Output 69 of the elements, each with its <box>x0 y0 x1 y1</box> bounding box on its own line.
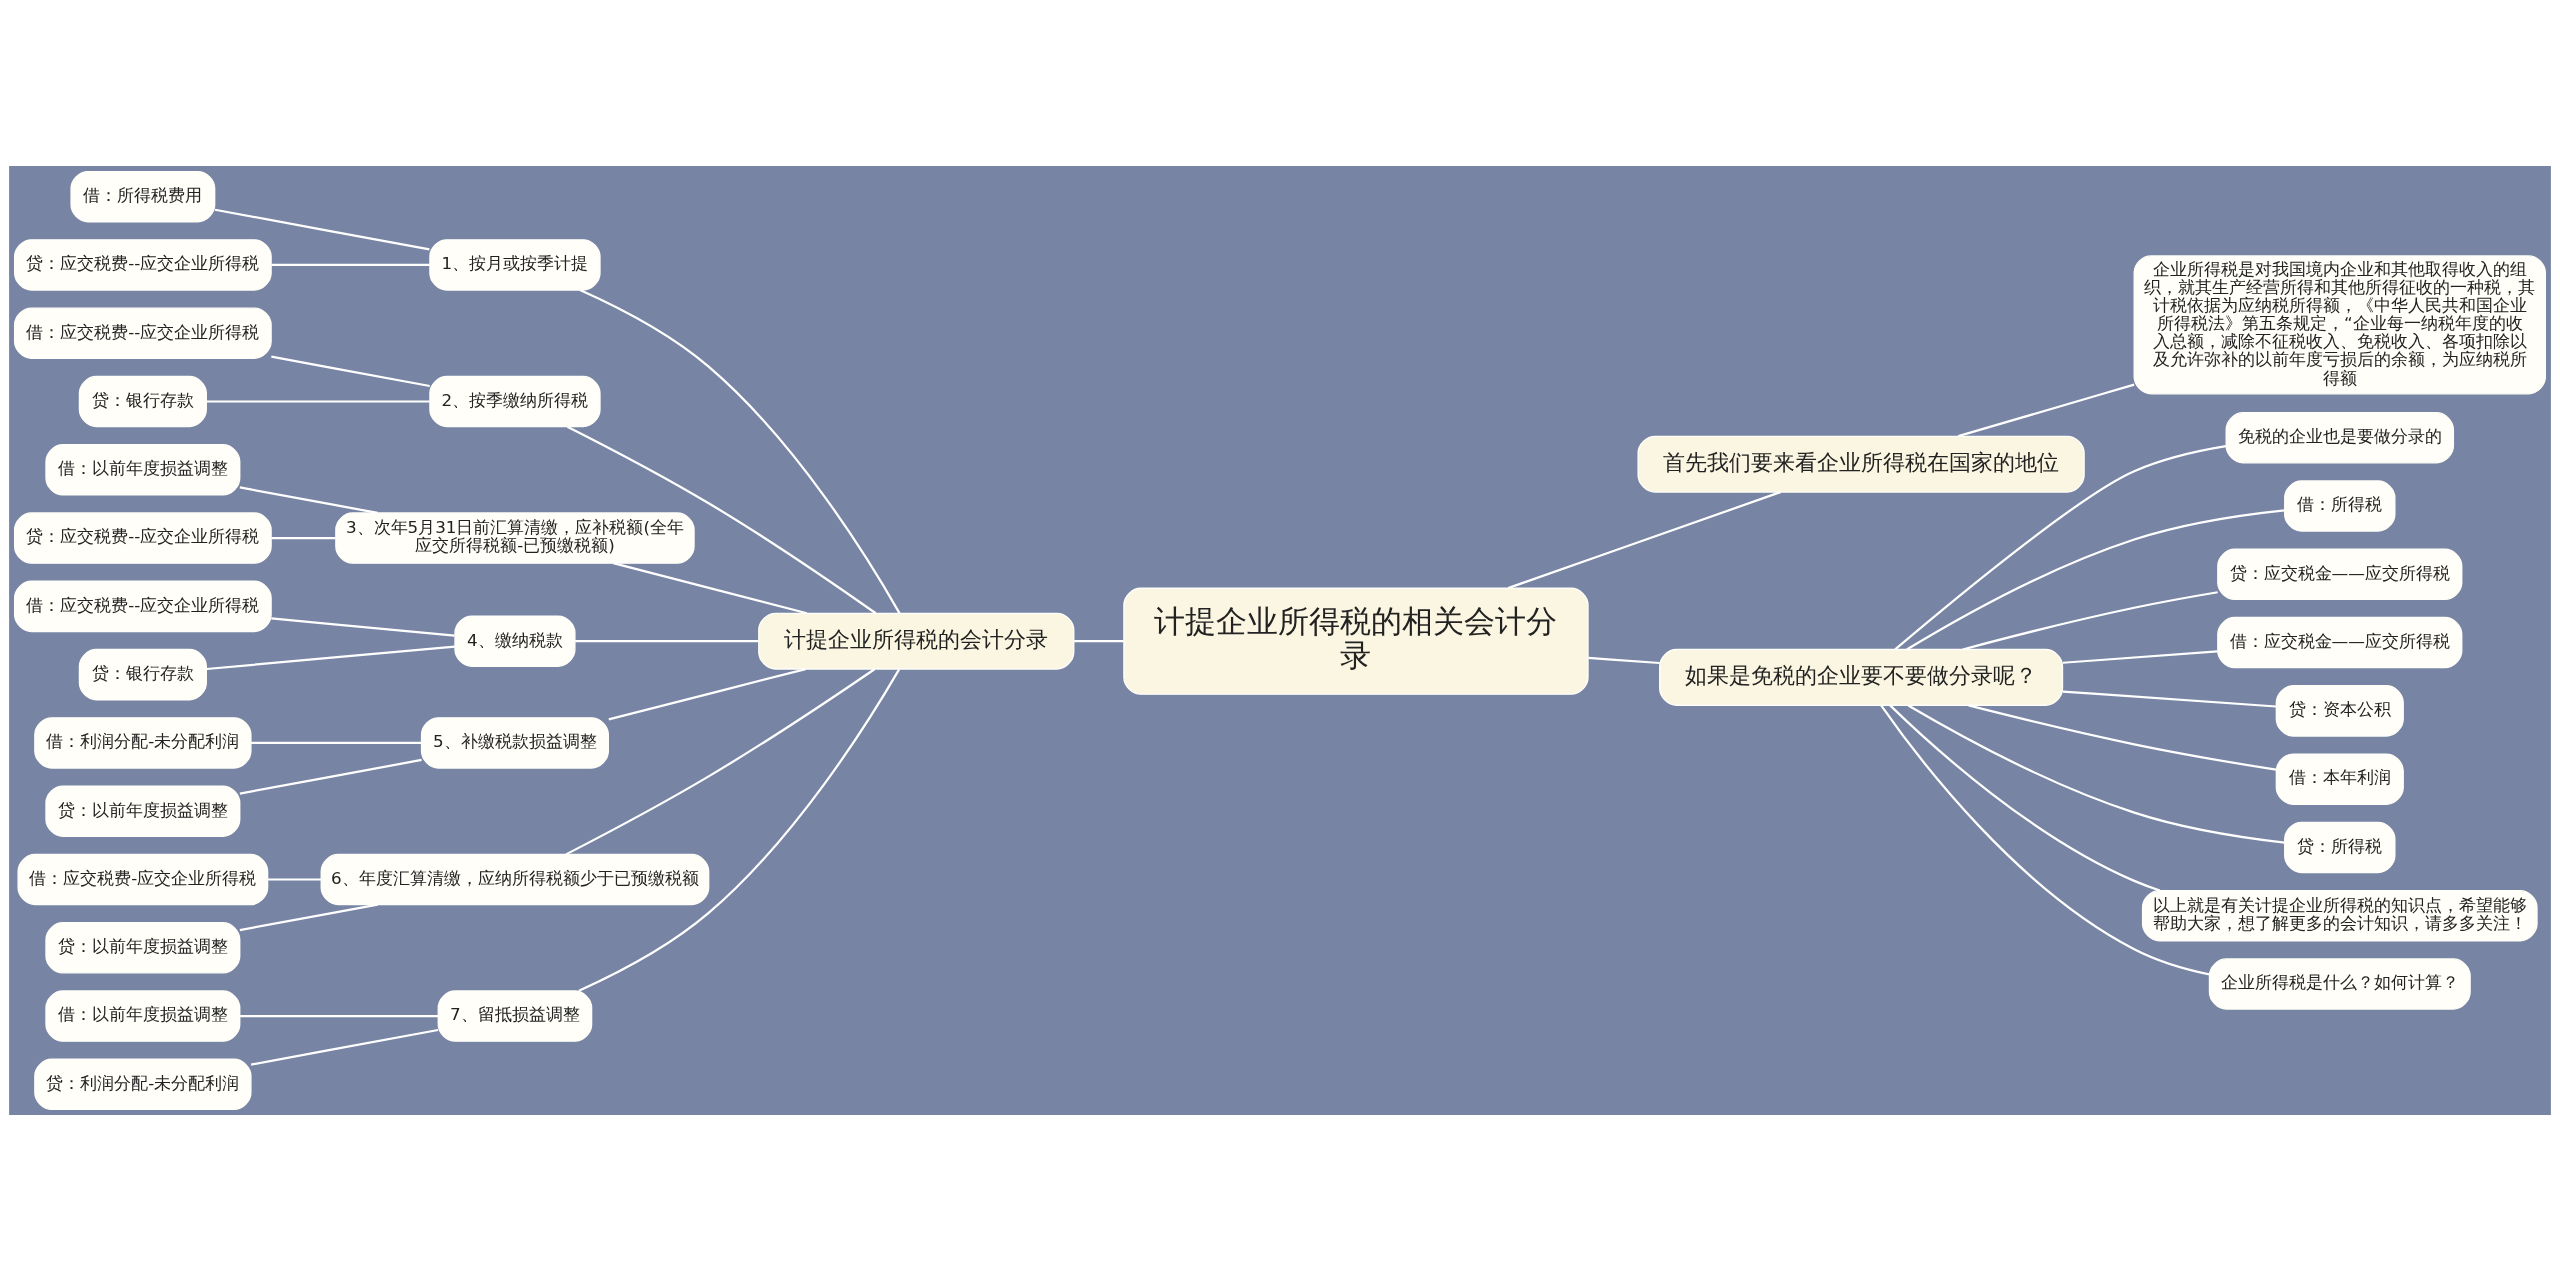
connector <box>1889 704 2161 892</box>
connector <box>1894 445 2227 651</box>
node-box: 首先我们要来看企业所得税在国家的地位 <box>1637 435 2085 493</box>
node-box: 借：本年利润 <box>2275 753 2404 805</box>
node-box: 2、按季缴纳所得税 <box>429 375 601 428</box>
node-box: 5、补缴税款损益调整 <box>420 717 609 769</box>
node-box: 借：应交税费--应交企业所得税 <box>13 307 272 359</box>
node-box: 7、留抵损益调整 <box>437 990 593 1042</box>
node-box: 企业所得税是什么？如何计算？ <box>2208 958 2471 1010</box>
connector <box>613 562 808 615</box>
node-box: 如果是免税的企业要不要做分录呢？ <box>1659 648 2064 706</box>
node-box: 贷：银行存款 <box>78 375 207 428</box>
connector <box>250 1028 439 1066</box>
connector <box>1962 591 2218 651</box>
node-box: 免税的企业也是要做分录的 <box>2225 411 2455 464</box>
node-box: 贷：银行存款 <box>78 648 207 701</box>
node-box: 3、次年5月31日前汇算清缴，应补税额(全年应交所得税额-已预缴税额) <box>335 512 695 564</box>
connector <box>2062 650 2218 664</box>
connector <box>271 617 455 637</box>
connector <box>271 355 430 388</box>
node-box: 以上就是有关计提企业所得税的知识点，希望能够帮助大家，想了解更多的会计知识，请多多关注！ <box>2141 889 2538 942</box>
node-box: 贷：应交税费--应交企业所得税 <box>13 239 272 291</box>
connector <box>578 668 901 992</box>
connector <box>251 741 422 745</box>
node-box: 贷：利润分配-未分配利润 <box>34 1058 252 1111</box>
connector <box>239 486 378 515</box>
node-box: 借：所得税 <box>2284 480 2396 532</box>
node-box: 借：应交税费-应交企业所得税 <box>17 853 269 906</box>
connector <box>1957 383 2135 438</box>
connector <box>1968 704 2277 771</box>
node-box: 计提企业所得税的会计分录 <box>758 612 1075 670</box>
connector <box>206 400 430 403</box>
node-box: 贷：以前年度损益调整 <box>45 922 241 974</box>
connector <box>214 208 430 251</box>
connector <box>267 878 321 881</box>
connector <box>271 536 336 540</box>
connector <box>1907 704 2285 844</box>
connector <box>1588 656 1660 665</box>
node-box: 贷：应交税金——应交所得税 <box>2217 548 2463 601</box>
connector <box>1507 491 1781 590</box>
node-box: 借：应交税费--应交企业所得税 <box>13 580 272 633</box>
connector <box>579 289 901 614</box>
node-box: 计提企业所得税的相关会计分录 <box>1123 587 1589 695</box>
connector <box>2062 690 2277 708</box>
connector <box>206 645 455 671</box>
connector <box>239 903 378 932</box>
connector <box>239 758 422 795</box>
node-box: 借：应交税金——应交所得税 <box>2217 616 2463 669</box>
node-box: 借：所得税费用 <box>70 170 216 223</box>
node-box: 借：利润分配-未分配利润 <box>34 717 252 769</box>
node-box: 1、按月或按季计提 <box>429 239 601 291</box>
connector <box>1880 704 2210 976</box>
connector <box>565 668 876 856</box>
connector <box>566 425 877 615</box>
node-box: 借：以前年度损益调整 <box>45 990 241 1042</box>
node-box: 4、缴纳税款 <box>454 615 576 667</box>
node-box: 贷：资本公积 <box>2275 685 2404 737</box>
connector <box>1906 509 2285 651</box>
node-box: 企业所得税是对我国境内企业和其他取得收入的组织，就其生产经营所得和其他所得征收的一种税，其计税依据为应纳税所得额，《中华人民共和国企业所得税法》第五条规定，“企业每一纳税年度的收入总额，减除不征税收入、免税收入、各项扣除以及允许弥补的以前年度亏损后的余额，为应纳税所得额 <box>2133 255 2547 395</box>
connector <box>271 263 430 267</box>
node-box: 贷：以前年度损益调整 <box>45 785 241 837</box>
connector <box>575 640 759 643</box>
connector <box>1074 640 1124 643</box>
connector <box>239 1014 439 1018</box>
connector <box>608 668 806 721</box>
node-box: 6、年度汇算清缴，应纳所得税额少于已预缴税额 <box>320 853 710 906</box>
node-box: 借：以前年度损益调整 <box>45 444 241 496</box>
node-box: 贷：所得税 <box>2284 821 2396 874</box>
node-box: 贷：应交税费--应交企业所得税 <box>13 512 272 564</box>
